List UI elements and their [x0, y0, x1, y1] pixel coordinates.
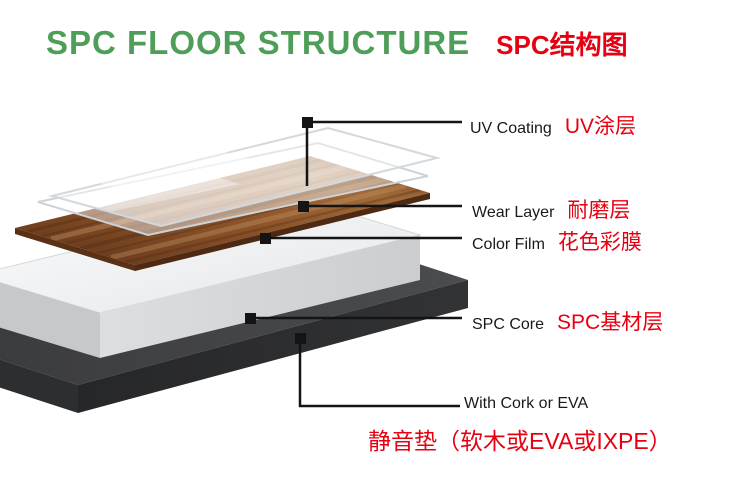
- wear-layer-label-en: Wear Layer: [472, 204, 555, 221]
- label-row-wear-layer: Wear Layer 耐磨层: [472, 194, 630, 224]
- spc-core-label-zh: SPC基材层: [557, 311, 664, 334]
- spc-core-label-en: SPC Core: [472, 316, 545, 333]
- wear-layer-sheet: [37, 141, 429, 237]
- core-marker-square: [245, 313, 256, 324]
- label-row-underlay: With Cork or EVA: [464, 395, 588, 413]
- color-film-label-zh: 花色彩膜: [557, 231, 642, 254]
- underlay-label-zh: 静音垫（软木或EVA或IXPE）: [368, 428, 672, 454]
- wear-marker-square: [298, 201, 309, 212]
- label-row-spc-core: SPC Core SPC基材层: [472, 306, 663, 336]
- label-row-uv-coating: UV Coating UV涂层: [470, 110, 636, 140]
- film-marker-square: [260, 233, 271, 244]
- uv-coating-label-zh: UV涂层: [564, 115, 637, 138]
- underlay-label-en: With Cork or EVA: [464, 395, 589, 412]
- uv-coating-sheet: [48, 126, 441, 228]
- wear-layer-label-zh: 耐磨层: [567, 199, 631, 222]
- label-row-color-film: Color Film 花色彩膜: [472, 226, 642, 256]
- page-title-zh: SPC结构图: [496, 30, 628, 60]
- uv-coating-label-en: UV Coating: [470, 120, 552, 137]
- page-title: SPC FLOOR STRUCTURE: [46, 24, 471, 61]
- underlay-connector-line: [298, 338, 460, 408]
- page-title-row: SPC FLOOR STRUCTURE SPC结构图: [46, 24, 628, 62]
- uv-marker-square: [302, 117, 313, 128]
- underlay-marker-square: [295, 333, 306, 344]
- color-film-label-en: Color Film: [472, 236, 545, 253]
